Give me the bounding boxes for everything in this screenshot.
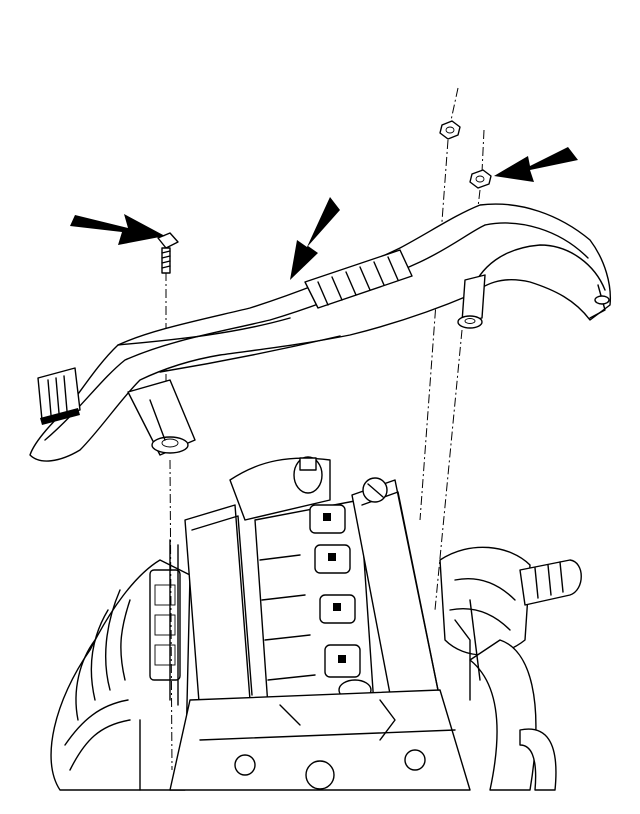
cover-fastener-left (157, 232, 179, 274)
arrow-icon (290, 197, 340, 280)
cover-boss-right (457, 274, 610, 329)
cover-end-grille (37, 367, 81, 425)
valve-cover-right (351, 477, 441, 721)
arrow-icon (494, 147, 578, 182)
cover-nut-rear (439, 120, 461, 140)
cover-boss-left (127, 379, 196, 456)
engine-cover (29, 203, 612, 462)
cover-fastener-right (469, 169, 492, 189)
cover-ribs (304, 249, 413, 309)
throttle-body (439, 546, 582, 791)
arrow-icon (70, 214, 165, 245)
engine-assembly (50, 456, 582, 791)
engine-mount-studs (169, 539, 481, 706)
lower-engine (169, 689, 557, 791)
intake-manifold (50, 559, 191, 791)
